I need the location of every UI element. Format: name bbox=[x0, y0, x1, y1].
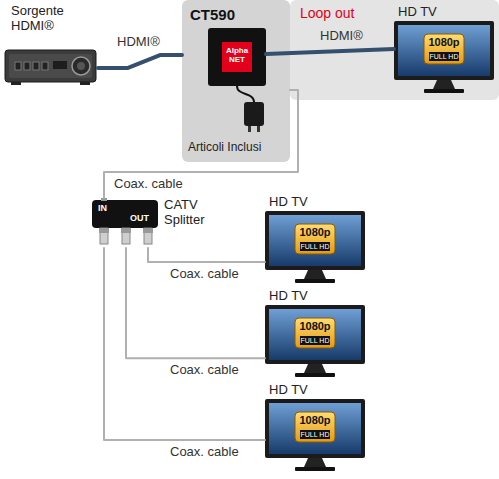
full-hd-badge: FULL HD bbox=[300, 242, 330, 251]
tv-label: HD TV bbox=[269, 382, 308, 398]
resolution-badge: 1080p bbox=[295, 414, 335, 427]
coax-cable bbox=[104, 248, 265, 440]
splitter-label: CATV Splitter bbox=[164, 198, 222, 228]
tv-label: HD TV bbox=[269, 194, 308, 210]
cable-label: HDMI® bbox=[115, 34, 162, 49]
coax-cable bbox=[148, 248, 265, 262]
hd-tv: HD TV 1080pFULL HD bbox=[265, 194, 365, 284]
brand-logo: Alpha NET bbox=[222, 42, 252, 72]
coax-cable bbox=[126, 248, 265, 358]
cable-label: Coax. cable bbox=[168, 362, 241, 377]
hd-tv: HD TV 1080pFULL HD bbox=[265, 288, 365, 378]
ct590-device: Alpha NET bbox=[208, 28, 266, 86]
hdmi-cable bbox=[266, 49, 394, 54]
cable-label: Coax. cable bbox=[168, 266, 241, 281]
port-label: OUT bbox=[130, 213, 149, 224]
resolution-badge: 1080p bbox=[424, 36, 464, 49]
device-label: Sorgente HDMI® bbox=[11, 4, 83, 34]
full-hd-badge: FULL HD bbox=[300, 430, 330, 439]
ct590-panel: CT590Articoli Inclusi Alpha NET bbox=[182, 0, 290, 162]
product-name: CT590 bbox=[190, 6, 235, 24]
catv-splitter: CATV Splitter IN OUT bbox=[92, 198, 222, 248]
port-label: IN bbox=[98, 203, 107, 214]
tv-label: HD TV bbox=[398, 4, 437, 20]
cable-label: Coax. cable bbox=[112, 176, 185, 191]
panel-heading: Loop out bbox=[300, 5, 355, 22]
loop-out-panel: Loop out HD TV 1080pFULL HD bbox=[290, 0, 499, 100]
full-hd-badge: FULL HD bbox=[300, 336, 330, 345]
hd-tv: HD TV 1080pFULL HD bbox=[394, 4, 494, 94]
hd-tv: HD TV 1080pFULL HD bbox=[265, 382, 365, 472]
coax-cable bbox=[104, 90, 298, 198]
included-items-label: Articoli Inclusi bbox=[188, 140, 261, 154]
hdmi-cable bbox=[98, 55, 182, 68]
full-hd-badge: FULL HD bbox=[429, 52, 459, 61]
cable-label: HDMI® bbox=[318, 28, 365, 43]
resolution-badge: 1080p bbox=[295, 320, 335, 333]
tv-label: HD TV bbox=[269, 288, 308, 304]
hdmi-source: Sorgente HDMI® bbox=[3, 4, 98, 86]
resolution-badge: 1080p bbox=[295, 226, 335, 239]
cable-label: Coax. cable bbox=[168, 444, 241, 459]
